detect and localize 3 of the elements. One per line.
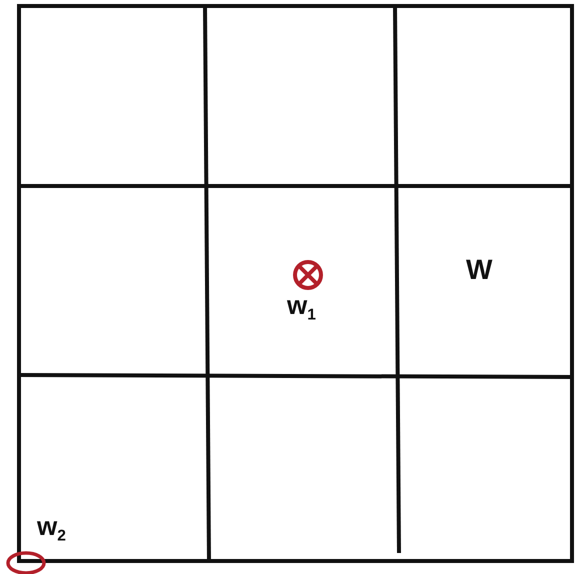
- variable-label: w$_{2}$: [37, 513, 66, 544]
- variable-label: w$_{1}$: [287, 292, 316, 324]
- variable-label: W: [466, 256, 492, 284]
